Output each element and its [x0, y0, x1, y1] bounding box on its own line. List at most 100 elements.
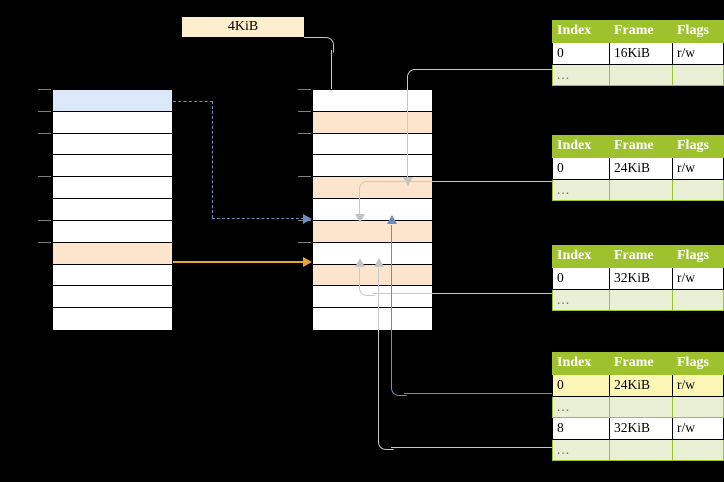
cell-index: 0 — [552, 374, 610, 397]
table-row: ... — [552, 63, 724, 86]
memory-row — [53, 242, 172, 265]
cell-flags — [672, 63, 724, 86]
memory-row — [313, 155, 432, 178]
table-row: ... — [552, 288, 724, 311]
memory-row — [53, 199, 172, 221]
connector-t0-elbow — [407, 69, 423, 85]
cell-flags: r/w — [672, 267, 724, 290]
connector-pagesize-v — [331, 50, 332, 105]
memory-tick — [38, 111, 51, 112]
memory-row — [53, 177, 172, 200]
column-header-frame: Frame — [609, 352, 673, 375]
cell-frame — [609, 438, 673, 461]
connector-t3r8-elbow — [378, 434, 394, 450]
memory-row — [313, 220, 432, 243]
cell-flags — [672, 438, 724, 461]
memory-tick — [298, 111, 311, 112]
connector-virtual0-dash-h1 — [173, 101, 213, 102]
virtual-address-space — [52, 89, 173, 330]
memory-row — [53, 308, 172, 330]
connector-t0-h — [420, 69, 552, 70]
table-row: ... — [552, 178, 724, 201]
cell-index: ... — [552, 63, 610, 86]
connector-t2-v — [359, 268, 360, 281]
memory-row — [313, 308, 432, 330]
cell-index: ... — [552, 395, 610, 418]
cell-frame: 24KiB — [609, 157, 673, 180]
connector-virtual7-line — [173, 261, 305, 263]
connector-virtual7-arrowhead — [303, 257, 312, 267]
connector-t1-elbow — [359, 181, 375, 197]
memory-tick — [38, 89, 51, 90]
connector-virtual0-dash-h2 — [212, 218, 304, 219]
connector-t2-arrowhead — [355, 258, 365, 267]
connector-t3r0-elbow — [391, 380, 407, 396]
memory-row — [53, 155, 172, 178]
column-header-flags: Flags — [672, 20, 724, 43]
cell-flags — [672, 288, 724, 311]
table-row: ... — [552, 438, 724, 461]
connector-t3r0-arrowhead — [387, 215, 397, 224]
memory-row — [53, 90, 172, 112]
memory-row — [313, 242, 432, 265]
connector-pagesize-h — [304, 37, 326, 38]
cell-frame: 16KiB — [609, 42, 673, 65]
cell-frame — [609, 63, 673, 86]
cell-frame — [609, 395, 673, 418]
cell-index: 0 — [552, 42, 610, 65]
column-header-flags: Flags — [672, 135, 724, 158]
cell-index: 0 — [552, 157, 610, 180]
cell-flags — [672, 395, 724, 418]
memory-row — [313, 111, 432, 134]
connector-t3r0-v — [391, 225, 392, 381]
memory-tick — [38, 242, 51, 243]
connector-virtual0-arrowhead — [303, 214, 312, 224]
column-header-index: Index — [552, 135, 610, 158]
connector-t3r8-arrowhead — [374, 258, 384, 267]
memory-row — [313, 90, 432, 112]
memory-tick — [38, 176, 51, 177]
column-header-frame: Frame — [609, 245, 673, 268]
memory-tick — [38, 133, 51, 134]
cell-index: ... — [552, 438, 610, 461]
table-row: ... — [552, 395, 724, 418]
memory-tick — [298, 89, 311, 90]
column-header-flags: Flags — [672, 245, 724, 268]
memory-row — [53, 133, 172, 156]
memory-row — [53, 286, 172, 309]
cell-frame: 32KiB — [609, 417, 673, 440]
memory-row — [313, 199, 432, 221]
column-header-flags: Flags — [672, 352, 724, 375]
memory-tick — [298, 176, 311, 177]
connector-t3r8-h — [391, 447, 552, 448]
cell-flags — [672, 178, 724, 201]
connector-t1-arrowhead — [355, 214, 365, 223]
connector-t1-h — [372, 181, 552, 182]
memory-row — [313, 133, 432, 156]
cell-index: ... — [552, 178, 610, 201]
connector-pagesize-elbow — [318, 37, 334, 53]
cell-flags: r/w — [672, 417, 724, 440]
memory-tick — [298, 242, 311, 243]
column-header-frame: Frame — [609, 135, 673, 158]
column-header-index: Index — [552, 20, 610, 43]
memory-row — [53, 111, 172, 134]
cell-frame — [609, 288, 673, 311]
cell-flags: r/w — [672, 374, 724, 397]
connector-t1-v — [359, 194, 360, 215]
cell-frame — [609, 178, 673, 201]
cell-flags: r/w — [672, 157, 724, 180]
column-header-frame: Frame — [609, 20, 673, 43]
